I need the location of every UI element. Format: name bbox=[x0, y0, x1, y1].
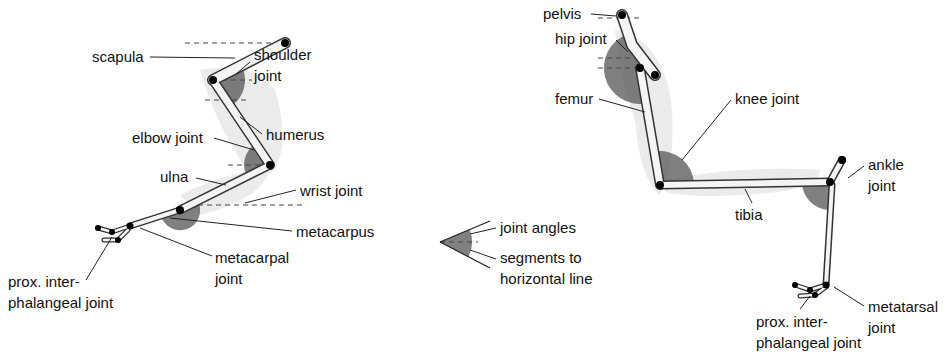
part-label: pelvis bbox=[543, 3, 581, 24]
part-label: metacarpus bbox=[296, 221, 374, 242]
part-label: hip joint bbox=[555, 28, 607, 49]
legend-label: joint angles bbox=[500, 217, 576, 238]
joint-angle-sector bbox=[161, 34, 830, 256]
joint-dot bbox=[95, 11, 846, 298]
part-label: femur bbox=[555, 88, 593, 109]
part-label: humerus bbox=[266, 124, 324, 145]
legend-label: segments to horizontal line bbox=[500, 247, 625, 289]
leader-line bbox=[86, 14, 864, 309]
bone bbox=[98, 15, 842, 296]
part-label: scapula bbox=[92, 46, 144, 67]
part-label: ulna bbox=[160, 166, 188, 187]
part-label: prox. inter- phalangeal joint bbox=[8, 271, 133, 313]
part-label: tibia bbox=[735, 204, 763, 225]
legend-wedge bbox=[440, 221, 490, 268]
part-label: elbow joint bbox=[132, 127, 203, 148]
part-label: ankle joint bbox=[868, 154, 923, 196]
part-label: wrist joint bbox=[300, 180, 363, 201]
part-label: shoulder joint bbox=[254, 44, 334, 86]
horizontal-reference bbox=[180, 18, 830, 242]
part-label: metacarpal joint bbox=[215, 247, 297, 289]
part-label: prox. inter- phalangeal joint bbox=[756, 311, 868, 353]
part-label: metatarsal joint bbox=[868, 296, 943, 338]
part-label: knee joint bbox=[735, 88, 799, 109]
